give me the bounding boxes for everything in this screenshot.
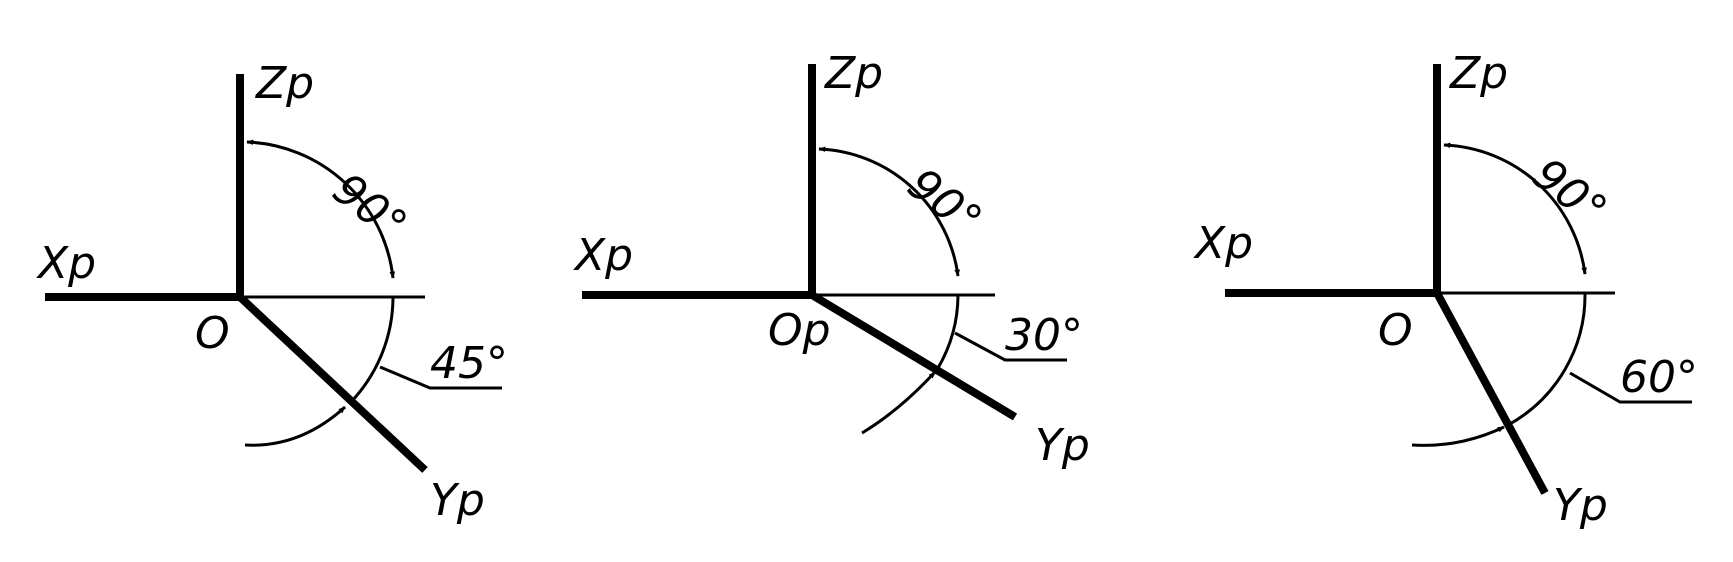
origin-label: O [195, 308, 230, 359]
axis-label-x: Xp [36, 238, 96, 289]
y-axis [1433, 291, 1549, 495]
axis-label-x: Xp [1193, 218, 1253, 269]
axis-label-x: Xp [573, 230, 633, 281]
axis-label-y: Yp [430, 475, 485, 526]
angle-label-top: 90° [898, 158, 991, 246]
angle-label-bottom: 45° [430, 338, 508, 389]
angle-arrow-bottom [244, 405, 347, 447]
angle-label-top: 90° [1523, 148, 1616, 236]
axis-label-y: Yp [1035, 420, 1090, 471]
axis-label-z: Zp [824, 48, 883, 99]
axis-label-z: Zp [1449, 48, 1508, 99]
angle-arc-bottom [1507, 292, 1587, 427]
angle-label-bottom: 30° [1005, 310, 1083, 361]
diagram-3: Zp 90° Xp O 60° Yp [1193, 48, 1698, 531]
angle-arc-90 [818, 146, 960, 277]
angle-arc-bottom [348, 296, 395, 405]
angle-arc-90 [246, 139, 396, 279]
leader-line [954, 331, 1067, 362]
y-axis [809, 291, 1018, 421]
diagram-2: Zp 90° Xp Op 30° Yp [573, 48, 1090, 471]
angle-label-bottom: 60° [1620, 352, 1698, 403]
origin-label: O [1378, 305, 1413, 356]
axis-label-y: Yp [1553, 480, 1608, 531]
angle-arc-90 [1443, 142, 1587, 275]
diagram-1: Zp 90° Xp O 45° Yp [36, 58, 508, 526]
angle-arrow-bottom [1411, 425, 1505, 447]
leader-line [1569, 371, 1692, 404]
leader-line [379, 365, 502, 390]
origin-label: Op [768, 305, 831, 356]
angle-arrow-bottom [861, 370, 937, 435]
angle-arc-bottom [936, 294, 960, 369]
y-axis [237, 294, 428, 473]
axis-label-z: Zp [255, 58, 314, 109]
